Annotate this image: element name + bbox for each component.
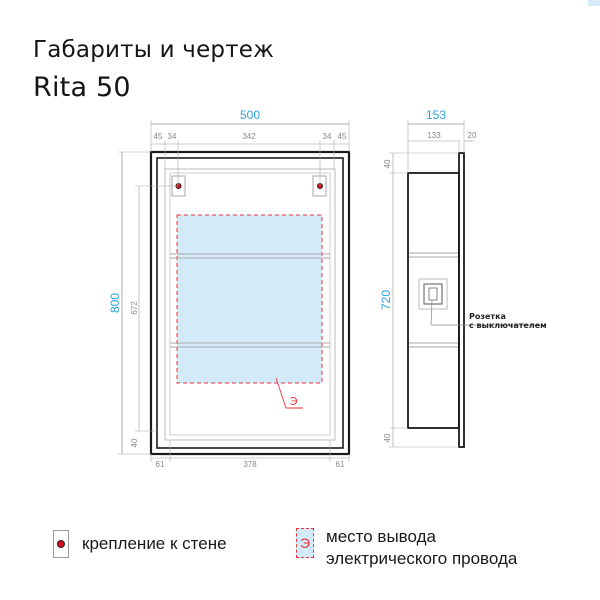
wire-zone xyxy=(176,214,323,384)
corner-accent xyxy=(588,0,600,6)
mount-point-icon xyxy=(53,530,69,558)
socket-label-2: с выключателем xyxy=(469,321,547,330)
front-cabinet-outline xyxy=(164,168,336,441)
legend-mount: крепление к стене xyxy=(53,530,227,558)
wire-marker: Э xyxy=(290,395,298,408)
svg-text:34: 34 xyxy=(168,132,177,141)
front-outer-frame xyxy=(149,150,351,456)
svg-text:61: 61 xyxy=(336,460,345,469)
legend-wire-label-1: место вывода xyxy=(326,527,436,546)
model-name: Rita 50 xyxy=(33,72,131,103)
svg-text:34: 34 xyxy=(323,132,332,141)
wire-outlet-icon: Э xyxy=(296,528,314,558)
svg-text:20: 20 xyxy=(468,131,477,140)
dim-overall-width: 500 xyxy=(240,108,260,122)
legend-mount-label: крепление к стене xyxy=(82,534,227,553)
legend-wire-label-2: электрического провода xyxy=(326,549,518,568)
dim-body-height: 720 xyxy=(379,290,393,310)
dim-mount-height: 672 xyxy=(130,301,139,315)
front-view: Э 500 45 34 342 34 45 800 672 40 61 378 xyxy=(108,108,351,469)
legend-wire: Э место вывода электрического провода xyxy=(296,526,517,570)
svg-text:45: 45 xyxy=(154,132,163,141)
page-title: Габариты и чертеж xyxy=(33,37,275,63)
mount-dot-icon xyxy=(58,541,64,547)
svg-text:342: 342 xyxy=(242,132,256,141)
front-inner-frame xyxy=(156,157,344,449)
dim-overall-height: 800 xyxy=(108,293,122,313)
svg-text:40: 40 xyxy=(383,159,392,168)
svg-text:40: 40 xyxy=(383,433,392,442)
svg-text:133: 133 xyxy=(427,131,441,140)
socket-icon xyxy=(428,287,438,301)
side-view: Розетка с выключателем 153 133 20 40 720… xyxy=(379,108,547,448)
side-door xyxy=(458,152,465,448)
svg-text:61: 61 xyxy=(156,460,165,469)
socket-label-1: Розетка xyxy=(469,312,506,321)
svg-text:378: 378 xyxy=(243,460,257,469)
dim-overall-depth: 153 xyxy=(426,108,446,122)
svg-text:45: 45 xyxy=(338,132,347,141)
svg-text:40: 40 xyxy=(130,438,139,447)
